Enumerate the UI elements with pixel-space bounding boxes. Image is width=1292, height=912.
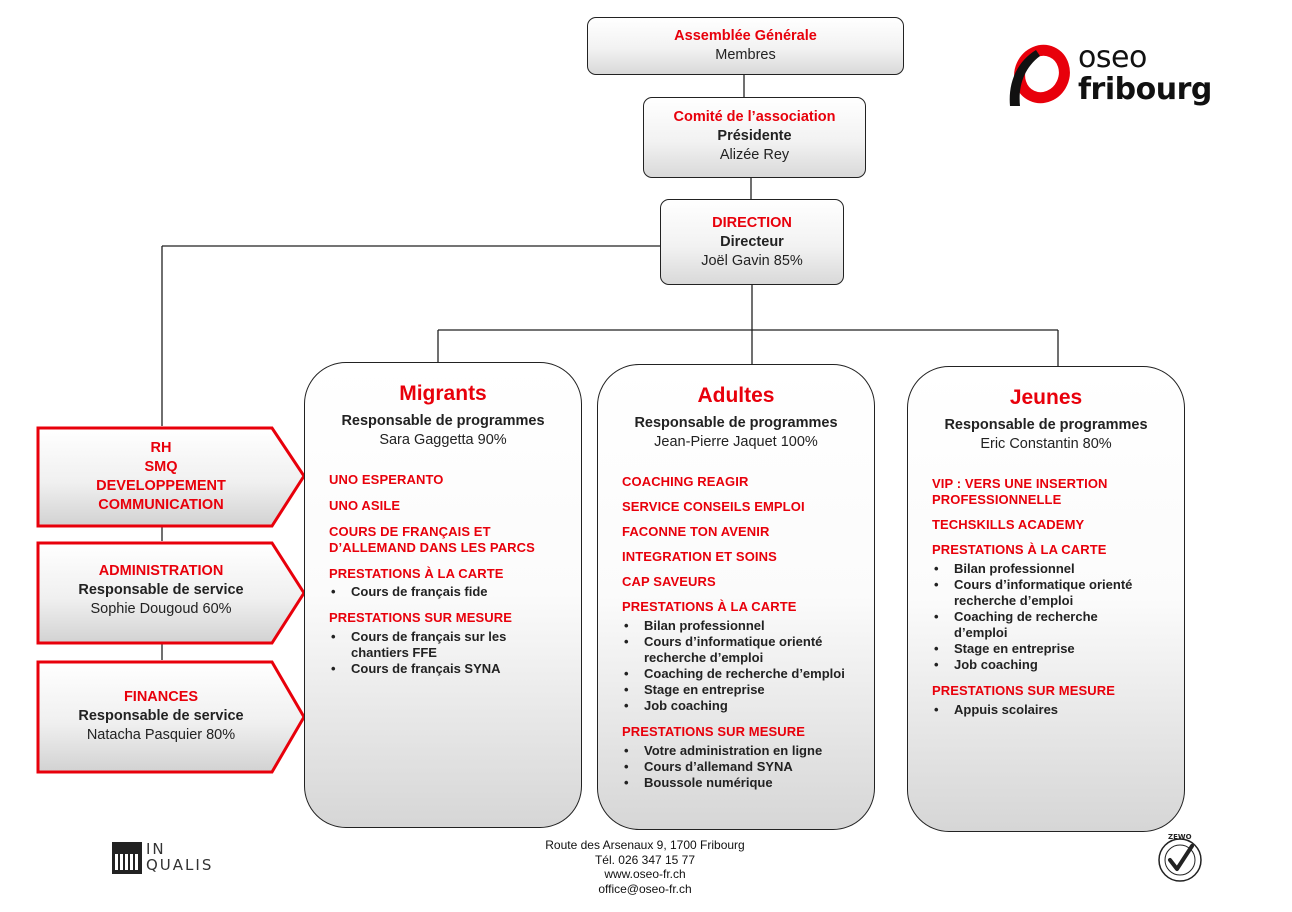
column-person: Jean-Pierre Jaquet 100% bbox=[654, 434, 818, 450]
column-migrants: Migrants Responsable de programmes Sara … bbox=[304, 362, 582, 828]
rh-line-2: SMQ bbox=[144, 459, 178, 475]
program-label: COURS DE FRANÇAIS ET D’ALLEMAND DANS LES… bbox=[329, 524, 535, 555]
administration-arrow-shape bbox=[36, 541, 306, 645]
list-item: Boussole numérique bbox=[622, 775, 874, 791]
inqualis-line-2: QUALIS bbox=[146, 856, 214, 874]
finances-title: FINANCES bbox=[123, 689, 199, 705]
program-label: COACHING REAGIR bbox=[622, 474, 749, 489]
zewo-seal: ZEWO bbox=[1156, 833, 1204, 884]
list-item: Cours de français SYNA bbox=[329, 661, 529, 677]
inqualis-line-1: IN bbox=[146, 840, 166, 858]
list-item: Bilan professionnel bbox=[622, 618, 866, 634]
administration-name: Sophie Dougoud 60% bbox=[90, 601, 232, 617]
program-label: UNO ESPERANTO bbox=[329, 472, 444, 487]
inqualis-mark-icon bbox=[112, 842, 142, 874]
direction-name: Joël Gavin 85% bbox=[701, 253, 803, 269]
list-item: Stage en entreprise bbox=[622, 682, 866, 698]
list-item: Appuis scolaires bbox=[932, 702, 1184, 718]
column-title: Migrants bbox=[399, 382, 487, 405]
comite-box: Comité de l’association Présidente Alizé… bbox=[643, 97, 866, 178]
column-title: Adultes bbox=[697, 384, 775, 407]
program-items: Votre administration en ligne Cours d’al… bbox=[622, 743, 874, 791]
program-items: Appuis scolaires bbox=[932, 702, 1184, 718]
column-jeunes: Jeunes Responsable de programmes Eric Co… bbox=[907, 366, 1185, 832]
comite-name: Alizée Rey bbox=[719, 147, 790, 163]
list-item: Coaching de recherche d’emploi bbox=[932, 609, 1112, 641]
column-adultes: Adultes Responsable de programmes Jean-P… bbox=[597, 364, 875, 830]
program-items: Bilan professionnel Cours d’informatique… bbox=[932, 561, 1142, 673]
column-role: Responsable de programmes bbox=[341, 413, 545, 429]
program-label: PRESTATIONS À LA CARTE bbox=[329, 566, 504, 581]
rh-line-3: DEVELOPPEMENT bbox=[96, 478, 226, 494]
footer-email: office@oseo-fr.ch bbox=[598, 881, 692, 896]
comite-role: Présidente bbox=[717, 128, 792, 144]
list-item: Votre administration en ligne bbox=[622, 743, 874, 759]
program-list: COACHING REAGIR SERVICE CONSEILS EMPLOI … bbox=[622, 474, 874, 791]
program-label: VIP : VERS UNE INSERTION PROFESSIONNELLE bbox=[932, 476, 1108, 507]
direction-role: Directeur bbox=[720, 234, 784, 250]
column-title: Jeunes bbox=[1009, 386, 1083, 409]
direction-title: DIRECTION bbox=[712, 215, 792, 231]
inqualis-logo: IN QUALIS bbox=[112, 842, 222, 876]
zewo-label: ZEWO bbox=[1168, 833, 1192, 841]
program-items: Cours de français sur les chantiers FFE … bbox=[329, 629, 529, 677]
program-items: Bilan professionnel Cours d’informatique… bbox=[622, 618, 866, 714]
list-item: Cours d’informatique orienté recherche d… bbox=[622, 634, 842, 666]
column-person: Sara Gaggetta 90% bbox=[379, 432, 507, 448]
list-item: Cours de français sur les chantiers FFE bbox=[329, 629, 529, 661]
finances-arrow-shape bbox=[36, 660, 306, 774]
rh-line-4: COMMUNICATION bbox=[98, 497, 224, 513]
list-item: Coaching de recherche d’emploi bbox=[622, 666, 866, 682]
column-role: Responsable de programmes bbox=[944, 417, 1148, 433]
footer-address: Route des Arsenaux 9, 1700 Fribourg bbox=[545, 838, 745, 852]
list-item: Stage en entreprise bbox=[932, 641, 1142, 657]
program-label: PRESTATIONS SUR MESURE bbox=[622, 724, 806, 739]
administration-title: ADMINISTRATION bbox=[98, 563, 224, 579]
program-label: FACONNE TON AVENIR bbox=[622, 524, 770, 539]
logo-line-2: fribourg bbox=[1078, 72, 1212, 107]
zewo-seal-icon bbox=[1158, 838, 1202, 882]
program-label: INTEGRATION ET SOINS bbox=[622, 549, 777, 564]
assemblee-title: Assemblée Générale bbox=[674, 28, 817, 44]
list-item: Job coaching bbox=[622, 698, 866, 714]
column-person: Eric Constantin 80% bbox=[980, 436, 1112, 452]
rh-box: RH SMQ DEVELOPPEMENT COMMUNICATION bbox=[36, 426, 306, 528]
footer-website: www.oseo-fr.ch bbox=[604, 867, 686, 881]
finances-name: Natacha Pasquier 80% bbox=[86, 727, 236, 743]
column-role: Responsable de programmes bbox=[634, 415, 838, 431]
list-item: Cours d’informatique orienté recherche d… bbox=[932, 577, 1142, 609]
program-items: Cours de français fide bbox=[329, 584, 581, 600]
list-item: Job coaching bbox=[932, 657, 1142, 673]
footer-phone: Tél. 026 347 15 77 bbox=[594, 852, 696, 867]
program-label: PRESTATIONS À LA CARTE bbox=[932, 542, 1107, 557]
program-label: CAP SAVEURS bbox=[622, 574, 716, 589]
rh-arrow-shape bbox=[36, 426, 306, 528]
direction-box: DIRECTION Directeur Joël Gavin 85% bbox=[660, 199, 844, 285]
list-item: Cours de français fide bbox=[329, 584, 581, 600]
oseo-fribourg-logo: oseo fribourg bbox=[1006, 40, 1212, 115]
comite-title: Comité de l’association bbox=[673, 109, 836, 125]
rh-line-1: RH bbox=[150, 440, 172, 456]
list-item: Bilan professionnel bbox=[932, 561, 1142, 577]
finances-box: FINANCES Responsable de service Natacha … bbox=[36, 660, 306, 774]
administration-role: Responsable de service bbox=[78, 582, 244, 598]
program-label: TECHSKILLS ACADEMY bbox=[932, 517, 1085, 532]
finances-role: Responsable de service bbox=[78, 708, 244, 724]
list-item: Cours d’allemand SYNA bbox=[622, 759, 874, 775]
program-list: VIP : VERS UNE INSERTION PROFESSIONNELLE… bbox=[932, 476, 1184, 718]
oseo-swoosh-icon bbox=[1009, 44, 1070, 106]
program-label: UNO ASILE bbox=[329, 498, 401, 513]
footer-contact: Route des Arsenaux 9, 1700 Fribourg Tél.… bbox=[520, 838, 770, 896]
program-label: PRESTATIONS SUR MESURE bbox=[932, 683, 1116, 698]
program-label: PRESTATIONS À LA CARTE bbox=[622, 599, 797, 614]
assemblee-sub: Membres bbox=[715, 47, 776, 63]
program-label: SERVICE CONSEILS EMPLOI bbox=[622, 499, 805, 514]
logo-line-1: oseo bbox=[1078, 40, 1147, 75]
assemblee-generale-box: Assemblée Générale Membres bbox=[587, 17, 904, 75]
administration-box: ADMINISTRATION Responsable de service So… bbox=[36, 541, 306, 645]
program-list: UNO ESPERANTO UNO ASILE COURS DE FRANÇAI… bbox=[329, 472, 581, 677]
program-label: PRESTATIONS SUR MESURE bbox=[329, 610, 513, 625]
